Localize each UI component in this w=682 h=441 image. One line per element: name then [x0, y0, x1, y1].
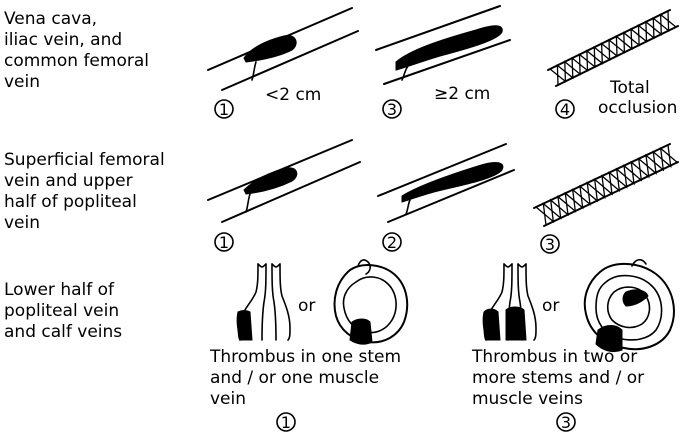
row3-panel1-single-stem-thrombus: or Thrombus in one stem and / or one mus…	[209, 260, 407, 432]
caption-line2: and / or one muscle	[210, 368, 379, 388]
row1-panel2-vein-long-thrombus: 3 ≥2 cm	[376, 6, 510, 119]
occlusion-hatching	[536, 145, 678, 225]
row1-label-line4: vein	[4, 72, 40, 92]
grade-number: 2	[387, 233, 397, 252]
row2-panel1-vein-small-thrombus: 1	[208, 140, 360, 252]
caption-line1: Thrombus in two or	[471, 347, 637, 367]
row3-label: Lower half of popliteal vein and calf ve…	[4, 280, 122, 342]
row3-panel2-multi-stem-thrombus: or Thrombus in two or more stems and / o…	[471, 260, 674, 432]
row1-panel3-total-occlusion: 4 Total occlusion	[548, 10, 678, 119]
row2-label-line2: vein and upper	[4, 171, 133, 191]
occlusion-hatching	[550, 11, 676, 85]
caption-line2: more stems and / or	[472, 368, 644, 388]
row1-label-line3: common femoral	[4, 51, 149, 71]
or-label: or	[542, 296, 559, 316]
calf-vein-stems-icon	[483, 264, 536, 340]
row3-label-line1: Lower half of	[4, 280, 115, 300]
row3-label-line2: popliteal vein	[4, 301, 119, 321]
hatch-zigzag	[550, 11, 669, 81]
grade-number: 3	[561, 413, 571, 432]
row2-panel2-vein-long-thrombus: 2	[378, 144, 514, 252]
annotation-line1: Total	[609, 78, 650, 98]
stem-thrombus-2	[506, 307, 526, 340]
inner-thrombus	[623, 290, 648, 306]
row1-label-line2: iliac vein, and	[4, 30, 122, 50]
row2-label-line1: Superficial femoral	[4, 150, 165, 170]
length-annotation: ≥2 cm	[434, 84, 490, 104]
row1-panel1-vein-small-thrombus: 1 <2 cm	[208, 8, 358, 119]
thrombus-tail	[252, 62, 256, 80]
muscle-thrombus	[350, 319, 372, 344]
row2-label-line3: half of popliteal	[4, 192, 137, 212]
row1-label: Vena cava, iliac vein, and common femora…	[4, 9, 149, 92]
grade-number: 1	[281, 413, 291, 432]
muscle-vein-icon	[585, 260, 674, 352]
grade-number: 1	[219, 100, 229, 119]
caption-line3: vein	[210, 389, 246, 409]
stem-thrombus-1	[483, 309, 500, 340]
caption-line1: Thrombus in one stem	[209, 347, 401, 367]
thrombus	[244, 35, 296, 62]
grade-number: 3	[387, 100, 397, 119]
length-annotation: <2 cm	[265, 85, 321, 105]
thrombus-tail	[406, 200, 410, 214]
grade-number: 4	[560, 100, 570, 119]
caption-line3: muscle veins	[472, 389, 583, 409]
grade-number: 1	[219, 233, 229, 252]
stem-thrombus	[237, 311, 252, 341]
grade-number: 3	[545, 235, 555, 254]
row1-label-line1: Vena cava,	[4, 9, 97, 29]
row2-panel3-total-occlusion: 3	[534, 144, 678, 254]
hatch-zigzag	[557, 15, 676, 85]
calf-vein-stems-icon	[237, 264, 290, 340]
or-label: or	[298, 296, 315, 316]
row2-label-line4: vein	[4, 213, 40, 233]
muscle-vein-icon	[335, 260, 408, 344]
row2-label: Superficial femoral vein and upper half …	[4, 150, 165, 233]
annotation-line2: occlusion	[598, 98, 677, 118]
row3-label-line3: and calf veins	[4, 322, 122, 342]
